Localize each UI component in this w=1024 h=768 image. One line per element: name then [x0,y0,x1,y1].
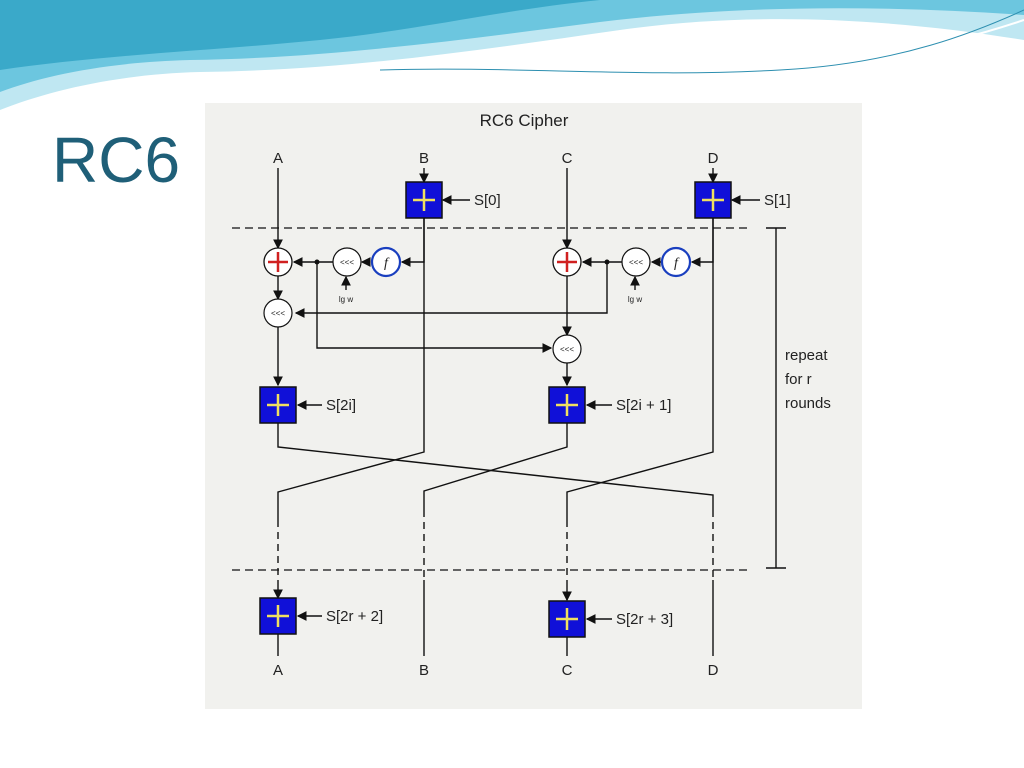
rotate-node-f2: <<< [621,247,651,277]
input-label-c: C [562,150,573,167]
svg-text:f: f [384,256,390,271]
repeat-label-line-3: rounds [785,395,831,412]
svg-text:<<<: <<< [560,345,574,354]
add-block-s2r3 [548,600,586,638]
output-label-b: B [419,662,429,679]
junction-dot-u [604,259,610,265]
svg-text:f: f [674,256,680,271]
rotate-node-c: <<< [552,334,582,364]
rotate-node-a: <<< [263,298,293,328]
subkey-label-s0: S[0] [474,192,501,209]
svg-text:<<<: <<< [340,258,354,267]
subkey-label-s1: S[1] [764,192,791,209]
lgw-label-1: lg w [339,295,353,304]
add-block-s2i1 [548,386,586,424]
output-label-d: D [708,662,719,679]
line-b-to-f [400,218,425,267]
add-block-s2i [259,386,297,424]
input-label-a: A [273,150,283,167]
xor-node-c [552,247,582,277]
line-c-to-b [423,423,568,510]
diagram-title: RC6 Cipher [480,111,569,130]
add-block-s1 [694,181,732,219]
repeat-label-line-1: repeat [785,347,828,364]
header-wave-decoration [0,0,1024,110]
svg-text:<<<: <<< [271,309,285,318]
slide-title: RC6 [52,124,181,196]
lgw-label-2: lg w [628,295,642,304]
line-t-to-c-rotate [316,262,553,353]
diagram-panel [205,103,862,709]
subkey-label-s2i: S[2i] [326,397,356,414]
junction-dot-t [314,259,320,265]
add-block-s2r2 [259,597,297,635]
svg-text:<<<: <<< [629,258,643,267]
rotate-node-f1: <<< [332,247,362,277]
add-block-s0 [405,181,443,219]
f-function-node-1: f [370,246,402,278]
subkey-label-s2r3: S[2r + 3] [616,611,673,628]
repeat-label-line-2: for r [785,371,812,388]
output-label-c: C [562,662,573,679]
subkey-label-s2r2: S[2r + 2] [326,608,383,625]
output-label-a: A [273,662,283,679]
f-function-node-2: f [660,246,692,278]
line-b-to-a [277,218,425,520]
line-u-to-a-rotate [294,262,608,318]
xor-node-a [263,247,293,277]
input-label-b: B [419,150,429,167]
line-d-to-f [690,218,714,267]
input-label-d: D [708,150,719,167]
line-a-to-d [277,423,714,510]
line-d-to-c [566,218,714,520]
subkey-label-s2i1: S[2i + 1] [616,397,671,414]
